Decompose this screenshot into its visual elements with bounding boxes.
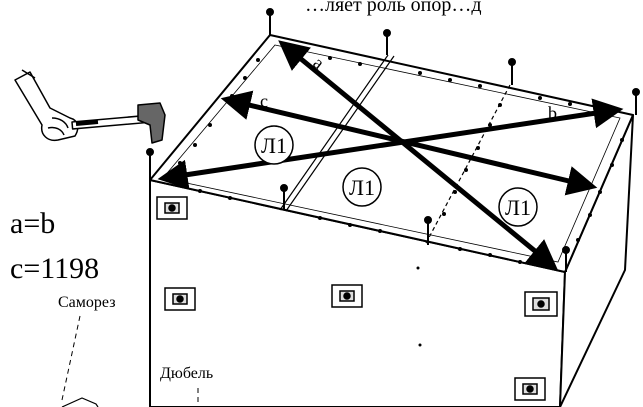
panel-label-badge: Л1 bbox=[342, 167, 382, 207]
callout-screw: Саморез bbox=[58, 294, 116, 311]
foot-block bbox=[164, 287, 196, 311]
foot-block bbox=[524, 291, 558, 317]
panel-label-badge: Л1 bbox=[254, 125, 294, 165]
panel-label: Л1 bbox=[505, 195, 531, 220]
panel-label: Л1 bbox=[261, 133, 287, 158]
arrow-label-b: b bbox=[548, 103, 557, 123]
formula-c-value: c=1198 bbox=[10, 252, 99, 285]
cabinet-body bbox=[149, 34, 634, 407]
screw-part-partial bbox=[61, 397, 99, 407]
diagonal-arrow-c bbox=[220, 90, 598, 196]
panel-label: Л1 bbox=[349, 175, 375, 200]
foot-blocks bbox=[156, 196, 558, 401]
callout-dowel: Дюбель bbox=[160, 365, 213, 382]
foot-block bbox=[331, 284, 363, 308]
hammer-hand-icon bbox=[14, 69, 166, 144]
foot-block bbox=[156, 196, 188, 220]
header-text: …ляет роль опор…д bbox=[305, 0, 482, 16]
screw-leader-line bbox=[61, 315, 81, 401]
formula-a-equals-b: a=b bbox=[10, 207, 55, 240]
arrow-label-c: c bbox=[260, 91, 268, 111]
panel-label-badge: Л1 bbox=[498, 187, 538, 227]
foot-block bbox=[514, 377, 546, 401]
